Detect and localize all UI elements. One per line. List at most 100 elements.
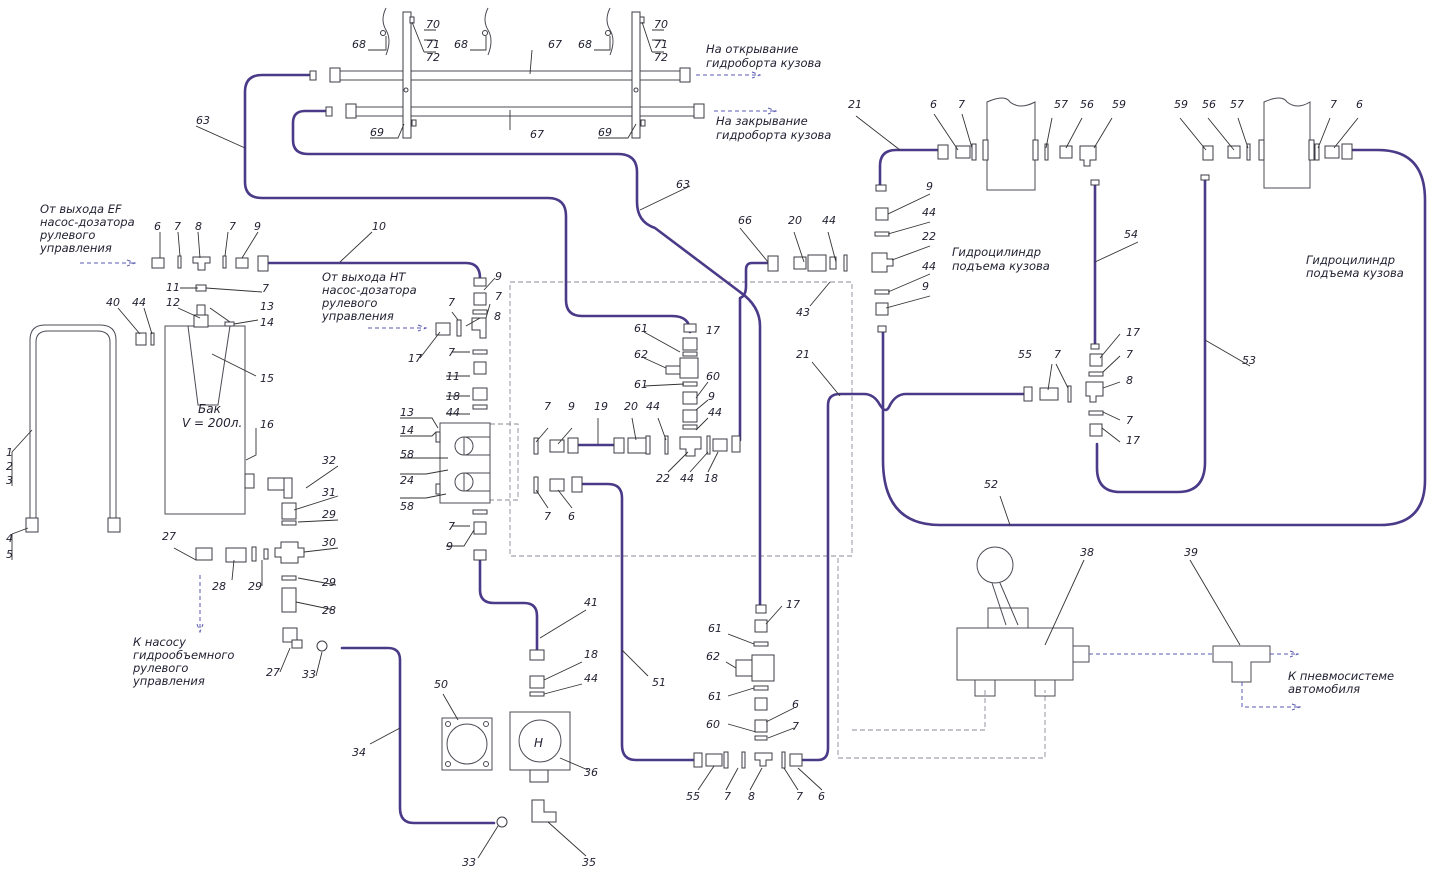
caption-ef-4: управления [39,241,112,255]
lift-cylinders [871,97,1353,437]
part-label: 58 [400,448,414,461]
part-label: 62 [634,348,648,361]
part-label: 7 [544,510,551,523]
part-label: 7 [262,282,269,295]
part-label: 39 [1184,546,1198,559]
part-label: 69 [370,126,384,139]
part-label: 6 [154,220,161,233]
part-label: 9 [926,180,933,193]
part-label: 6 [568,510,575,523]
part-label: 9 [446,540,453,553]
part-label: 9 [254,220,261,233]
part-label: 59 [1174,98,1188,111]
part-label: 30 [322,536,336,549]
part-label: 51 [652,676,666,689]
part-label: 11 [446,370,460,383]
caption-pump-2: гидрообъемного [133,648,234,662]
part-label: 68 [454,38,468,51]
caption-close-2: гидроборта кузова [716,128,831,142]
part-label: 17 [706,324,720,337]
caption-ht-2: насос-дозатора [322,283,417,297]
part-label: 7 [796,790,803,803]
part-label: 60 [706,370,720,383]
part-label: 71 [654,38,668,51]
part-label: 27 [162,530,176,543]
part-label: 61 [708,622,722,635]
part-label: 68 [578,38,592,51]
lower-right-fittings [693,604,803,769]
part-label: 57 [1230,98,1244,111]
part-label: 7 [1054,348,1061,361]
part-label: 27 [266,666,280,679]
part-label: 54 [1124,228,1138,241]
central-fittings [533,254,848,494]
part-label: 7 [1126,414,1133,427]
part-label: 6 [792,698,799,711]
part-label: 58 [400,500,414,513]
part-label: 7 [229,220,236,233]
part-label: 44 [708,406,722,419]
tank-group [25,255,269,533]
part-label: 67 [548,38,562,51]
part-label: 19 [594,400,608,413]
part-label: 7 [174,220,181,233]
part-label: 16 [260,418,274,431]
captions: На открывание гидроборта кузова На закры… [39,42,1404,750]
part-label: 6 [1356,98,1363,111]
caption-open-2: гидроборта кузова [706,56,821,70]
part-label: 13 [260,300,274,313]
part-label: 17 [786,598,800,611]
caption-open-1: На открывание [706,42,798,56]
part-label: 8 [1126,374,1133,387]
part-label: 6 [818,790,825,803]
part-label: 67 [530,128,544,141]
part-label: 7 [495,290,502,303]
caption-cyl-right-2: подъема кузова [1306,266,1404,280]
part-label: 61 [634,378,648,391]
part-label: 72 [654,51,668,64]
part-label: 55 [1018,348,1032,361]
part-label: 9 [495,270,502,283]
part-label: 56 [1202,98,1216,111]
part-label: 12 [166,296,180,309]
caption-ht-4: управления [321,309,394,323]
part-label: 44 [646,400,660,413]
part-label: 9 [708,390,715,403]
caption-ef-1: От выхода EF [40,202,122,216]
caption-pneu-2: автомобиля [1288,682,1360,696]
tank-caption-1: Бак [198,402,222,416]
part-label: 53 [1242,354,1256,367]
part-label: 28 [212,580,226,593]
part-label: 57 [1054,98,1068,111]
part-label: 9 [922,280,929,293]
leader-lines [11,21,1359,859]
part-label: 34 [352,746,366,759]
part-label: 33 [462,856,476,869]
part-label: 22 [922,230,936,243]
caption-cyl-left-1: Гидроцилиндр [952,245,1041,259]
caption-pump-1: К насосу [133,635,186,649]
top-distributor [309,7,778,139]
part-label: 10 [372,220,386,233]
dashed-lines [490,281,1046,759]
part-label: 7 [958,98,965,111]
part-label: 44 [446,406,460,419]
caption-cyl-right-1: Гидроцилиндр [1306,253,1395,267]
part-label: 68 [352,38,366,51]
part-label: 22 [656,472,670,485]
pump-letter: H [534,736,543,750]
part-label: 28 [322,604,336,617]
part-label: 63 [676,178,690,191]
part-label: 32 [322,454,336,467]
caption-pump-4: управления [132,674,205,688]
part-label: 2 [6,460,13,473]
part-label: 55 [686,790,700,803]
part-label: 44 [680,472,694,485]
part-label: 18 [584,648,598,661]
caption-ht-1: От выхода НТ [322,270,406,284]
part-label: 4 [6,532,13,545]
part-label: 69 [598,126,612,139]
part-label: 8 [195,220,202,233]
part-label: 40 [106,296,120,309]
